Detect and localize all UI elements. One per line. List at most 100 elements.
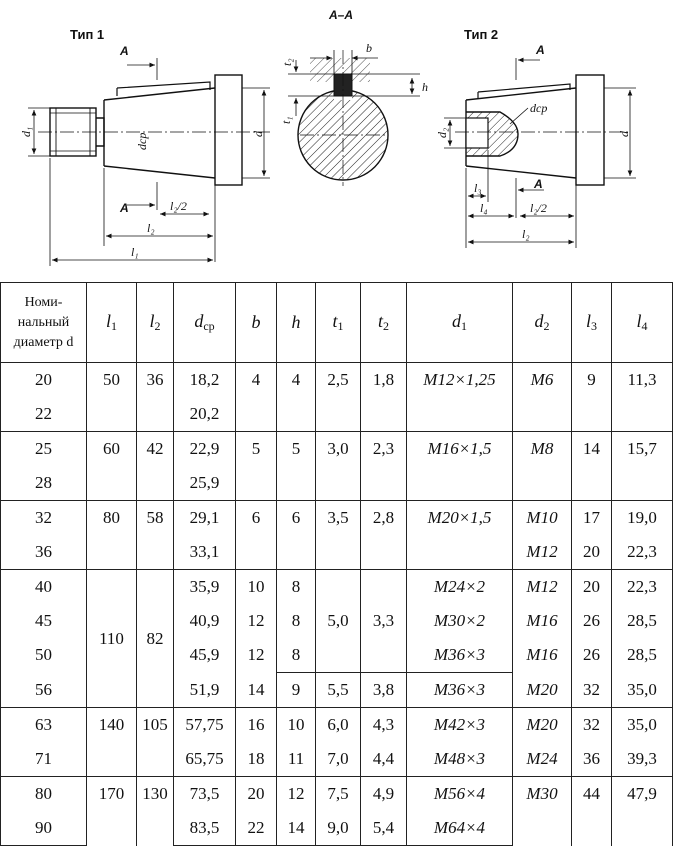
header-nominal-line3: диаметр d bbox=[13, 334, 74, 350]
cell-l4: 35,0 bbox=[611, 672, 673, 708]
cell-t1: 5,0 bbox=[315, 569, 361, 673]
type2-shaft-drawing bbox=[455, 74, 630, 186]
cell-b: 5 bbox=[235, 431, 277, 501]
cell-l2: 58 bbox=[136, 500, 174, 570]
technical-drawing: Тип 1 А–А Тип 2 bbox=[19, 8, 636, 266]
cell-d2: М8 bbox=[512, 431, 572, 501]
header-l4: l4 bbox=[611, 282, 673, 363]
header-l4-base: l bbox=[636, 311, 642, 331]
cell-l1: 140 bbox=[86, 707, 137, 777]
header-d1: d1 bbox=[406, 282, 513, 363]
header-l1-base: l bbox=[105, 311, 111, 331]
shaft-dimensions-table: Номи- нальный диаметр d l1 l2 dср b h t1… bbox=[0, 282, 673, 846]
header-d2-base: d bbox=[534, 311, 544, 331]
cell-b: 18 bbox=[235, 742, 277, 777]
cell-t2: 4,4 bbox=[360, 742, 407, 777]
dim-label-dcp-type2: dср bbox=[530, 101, 547, 115]
cell-d: 63 bbox=[0, 707, 87, 742]
cell-d: 90 bbox=[0, 811, 87, 846]
cell-dcp: 57,75 bbox=[173, 707, 236, 742]
header-l2: l2 bbox=[136, 282, 174, 363]
table-row: 56 51,9 14 9 5,5 3,8 М36×3 М20 32 35,0 bbox=[0, 672, 673, 708]
cell-dcp: 45,9 bbox=[173, 638, 236, 673]
cell-d1: М20×1,5 bbox=[406, 500, 513, 570]
cell-l3: 26 bbox=[571, 604, 612, 638]
dim-label-l4: l₄ bbox=[480, 201, 488, 215]
dim-label-l2-type2: l₂ bbox=[522, 227, 530, 241]
cell-l4: 35,0 bbox=[611, 707, 673, 742]
type1-title: Тип 1 bbox=[70, 27, 104, 42]
table-row: 20 50 36 18,2 4 4 2,5 1,8 М12×1,25 М6 9 … bbox=[0, 362, 673, 432]
cell-d: 56 bbox=[0, 672, 87, 708]
table-row: 28 25,9 bbox=[0, 466, 673, 501]
cell-h: 8 bbox=[276, 569, 316, 604]
cell-d2: М24 bbox=[512, 742, 572, 777]
header-t2: t2 bbox=[360, 282, 407, 363]
cell-h: 11 bbox=[276, 742, 316, 777]
cell-l4: 39,3 bbox=[611, 742, 673, 777]
header-t1-base: t bbox=[332, 311, 338, 331]
header-l2-sub: 2 bbox=[154, 319, 161, 333]
cell-d1: М30×2 bbox=[406, 604, 513, 638]
header-dcp-sub: ср bbox=[203, 319, 215, 333]
cell-t1: 5,5 bbox=[315, 672, 361, 708]
table-header-row: Номи- нальный диаметр d l1 l2 dср b h t1… bbox=[0, 282, 673, 363]
cell-d2: М20 bbox=[512, 672, 572, 708]
type2-title: Тип 2 bbox=[464, 27, 498, 42]
cell-dcp: 33,1 bbox=[173, 535, 236, 570]
cell-dcp: 51,9 bbox=[173, 672, 236, 708]
header-nominal-line2: нальный bbox=[17, 314, 70, 330]
header-l3: l3 bbox=[571, 282, 612, 363]
header-t2-base: t bbox=[377, 311, 383, 331]
cell-l1: 170 bbox=[86, 776, 137, 846]
cell-d: 25 bbox=[0, 431, 87, 466]
dim-label-t2: t₂ bbox=[280, 58, 294, 66]
cell-l3: 20 bbox=[571, 569, 612, 604]
table-row: 32 80 58 29,1 6 6 3,5 2,8 М20×1,5 М10 17… bbox=[0, 500, 673, 570]
dim-label-l3: l₃ bbox=[474, 181, 482, 195]
cell-l4: 22,3 bbox=[611, 569, 673, 604]
cell-d: 36 bbox=[0, 535, 87, 570]
header-d1-sub: 1 bbox=[461, 319, 467, 333]
cell-h: 6 bbox=[276, 500, 316, 570]
cell-d1: М36×3 bbox=[406, 638, 513, 673]
cell-l4: 11,3 bbox=[611, 362, 673, 432]
header-l3-base: l bbox=[585, 311, 591, 331]
cell-b: 14 bbox=[235, 672, 277, 708]
cell-t1: 9,0 bbox=[315, 811, 361, 846]
table-row: 36 33,1 М12 20 22,3 bbox=[0, 535, 673, 570]
cell-l3: 44 bbox=[571, 776, 612, 846]
dim-label-l2-half: l₂/2 bbox=[170, 199, 187, 213]
cell-d1: М12×1,25 bbox=[406, 362, 513, 432]
cell-d1: М48×3 bbox=[406, 742, 513, 777]
cell-t1: 7,5 bbox=[315, 776, 361, 811]
cell-l2: 36 bbox=[136, 362, 174, 432]
cell-dcp: 18,2 bbox=[173, 362, 236, 397]
cell-t2: 3,8 bbox=[360, 672, 407, 708]
header-l1-sub: 1 bbox=[111, 319, 117, 333]
section-aa-drawing bbox=[297, 50, 389, 186]
cell-l3: 9 bbox=[571, 362, 612, 432]
cell-d2: М30 bbox=[512, 776, 572, 846]
cell-l4: 28,5 bbox=[611, 604, 673, 638]
header-l1: l1 bbox=[86, 282, 137, 363]
cell-t1: 3,0 bbox=[315, 431, 361, 501]
cell-d2: М16 bbox=[512, 604, 572, 638]
cell-t2: 2,3 bbox=[360, 431, 407, 501]
type1-shaft-drawing bbox=[38, 74, 270, 186]
header-l4-sub: 4 bbox=[641, 319, 648, 333]
cell-d2: М6 bbox=[512, 362, 572, 432]
cell-d: 28 bbox=[0, 466, 87, 501]
dim-label-d-type1: d bbox=[251, 130, 265, 137]
header-b: b bbox=[235, 282, 277, 363]
cell-d1: М56×4 bbox=[406, 776, 513, 811]
cell-t1: 7,0 bbox=[315, 742, 361, 777]
cell-d1: М64×4 bbox=[406, 811, 513, 846]
cell-l4: 22,3 bbox=[611, 535, 673, 570]
header-d2: d2 bbox=[512, 282, 572, 363]
cell-dcp: 65,75 bbox=[173, 742, 236, 777]
section-mark-a-bottom: A bbox=[119, 201, 129, 215]
cell-l2: 130 bbox=[136, 776, 174, 846]
table-row: 71 65,75 18 11 7,0 4,4 М48×3 М24 36 39,3 bbox=[0, 742, 673, 777]
cell-d: 71 bbox=[0, 742, 87, 777]
